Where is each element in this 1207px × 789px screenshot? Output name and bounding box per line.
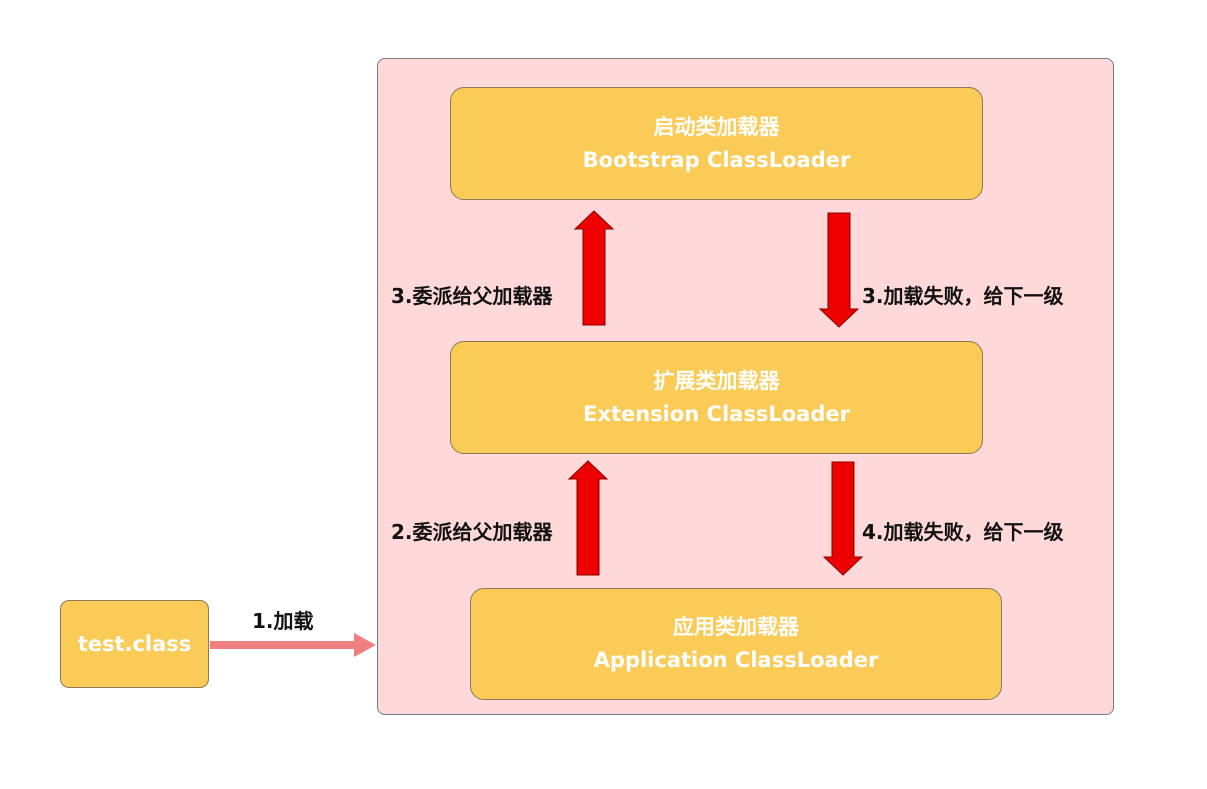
arrow-load xyxy=(210,633,376,657)
label-delegate-app-to-ext: 2.委派给父加载器 xyxy=(391,520,553,544)
arrow-fail-boot-to-ext xyxy=(818,212,860,328)
extension-subtitle: Extension ClassLoader xyxy=(583,401,850,426)
extension-classloader-node: 扩展类加载器 Extension ClassLoader xyxy=(450,341,983,454)
arrow-fail-ext-to-app xyxy=(822,461,864,576)
label-fail-boot-to-ext: 3.加载失败，给下一级 xyxy=(862,284,1064,308)
label-fail-ext-to-app: 4.加载失败，给下一级 xyxy=(862,520,1064,544)
application-title: 应用类加载器 xyxy=(673,615,799,639)
arrow-delegate-app-to-ext xyxy=(567,460,609,576)
test-class-node: test.class xyxy=(60,600,209,688)
label-load: 1.加载 xyxy=(252,609,314,633)
arrow-delegate-ext-to-boot xyxy=(573,210,615,326)
application-subtitle: Application ClassLoader xyxy=(593,648,879,672)
test-class-label: test.class xyxy=(77,631,192,656)
extension-title: 扩展类加载器 xyxy=(653,368,780,393)
bootstrap-subtitle: Bootstrap ClassLoader xyxy=(582,147,851,172)
application-classloader-node: 应用类加载器 Application ClassLoader xyxy=(470,588,1002,700)
bootstrap-classloader-node: 启动类加载器 Bootstrap ClassLoader xyxy=(450,87,983,200)
label-delegate-ext-to-boot: 3.委派给父加载器 xyxy=(391,284,553,308)
bootstrap-title: 启动类加载器 xyxy=(653,114,780,139)
